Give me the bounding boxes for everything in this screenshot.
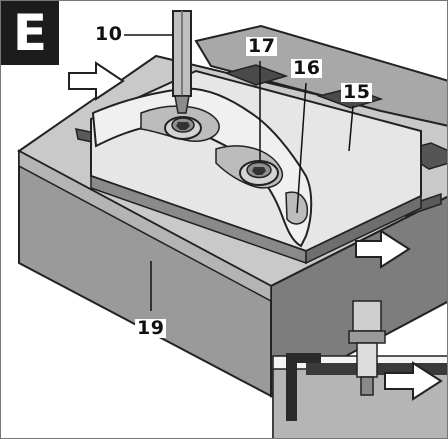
step-badge: E bbox=[1, 1, 59, 65]
callout-15: 15 bbox=[341, 81, 373, 103]
detail-inset bbox=[272, 300, 447, 438]
screw-rear bbox=[239, 160, 279, 186]
callout-10: 10 bbox=[93, 23, 125, 45]
leader-lines bbox=[123, 34, 354, 311]
push-arrow-icon bbox=[355, 229, 411, 269]
push-arrow-icon bbox=[68, 61, 125, 101]
callout-19: 19 bbox=[135, 317, 167, 339]
callout-16: 16 bbox=[291, 57, 323, 79]
callout-17: 17 bbox=[246, 35, 278, 57]
push-arrow-icon bbox=[384, 361, 443, 401]
screw-front bbox=[164, 116, 202, 140]
hex-key-icon bbox=[172, 10, 192, 114]
